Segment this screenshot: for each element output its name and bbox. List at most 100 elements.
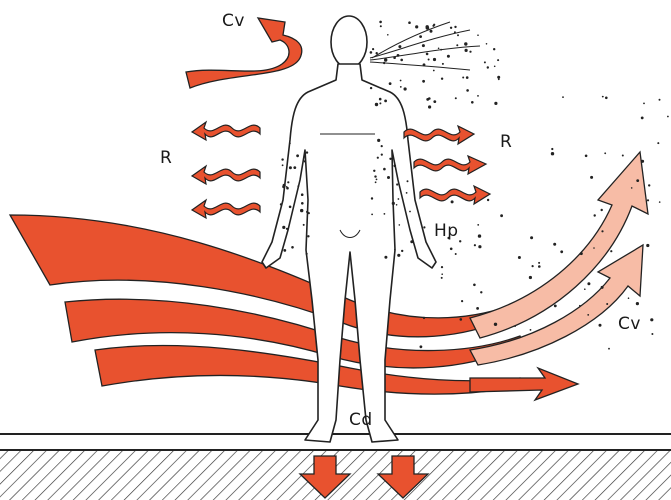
moisture-dot [428,59,430,61]
moisture-dot [477,34,479,36]
moisture-dot [462,77,464,79]
convection-flow-bands [10,215,578,400]
moisture-dot [456,44,458,46]
moisture-dot [370,87,372,89]
moisture-dot [601,230,603,232]
moisture-dot [282,226,285,229]
radiation-arrow-r2 [414,156,486,174]
moisture-dot [397,254,400,257]
moisture-dot [532,265,534,267]
moisture-dot [373,170,375,172]
moisture-dot [493,48,495,50]
moisture-dot [282,164,284,166]
moisture-dot [300,209,303,212]
moisture-dot [372,48,374,50]
moisture-dot [441,78,443,80]
radiation-arrow-l2 [192,166,260,184]
cool-flow-lower [470,245,643,365]
moisture-dot [646,244,649,247]
moisture-dot [400,80,402,82]
moisture-dot [396,204,398,206]
moisture-dot [419,35,422,38]
moisture-dot [440,49,442,51]
moisture-dot [286,228,288,230]
label-radiation-right: R [500,132,512,152]
moisture-dot [408,21,411,24]
moisture-dot [415,25,418,28]
moisture-dot [562,96,564,98]
radiation-arrow-l1 [192,122,260,140]
moisture-dot [606,303,608,305]
moisture-dot [370,51,373,54]
radiation-arrows-left [192,122,260,218]
moisture-dot [430,30,433,33]
moisture-dot [399,224,401,226]
moisture-dot [406,192,408,194]
moisture-dot [303,224,305,226]
moisture-dot [659,201,661,203]
moisture-dot [381,145,383,147]
moisture-dot [667,116,669,118]
moisture-dot [605,97,608,100]
moisture-dot [551,148,553,150]
moisture-dot [400,59,403,62]
moisture-dot [422,44,425,47]
moisture-dot [409,211,411,213]
cool-flow-upper [470,152,648,338]
moisture-dot [466,89,469,92]
moisture-dot [474,244,476,246]
moisture-dot [371,214,373,216]
moisture-dot [602,96,604,98]
moisture-dot [297,185,299,187]
moisture-dot [398,198,400,200]
moisture-dot [494,102,497,105]
moisture-dot [478,245,481,248]
moisture-dot [304,160,306,162]
moisture-dot [651,333,653,335]
moisture-dot [647,199,649,201]
moisture-dot [650,318,653,321]
moisture-dot [608,348,610,350]
moisture-dot [384,58,387,61]
moisture-dot [471,101,474,104]
radiation-arrows-right [404,126,490,204]
moisture-dot [383,62,385,64]
moisture-dot [460,318,463,321]
moisture-dot [287,181,289,183]
moisture-dot [454,26,456,28]
moisture-dot [480,291,482,293]
moisture-dot [379,98,382,101]
moisture-dot [433,70,435,72]
moisture-dot [494,323,497,326]
moisture-dot [604,152,606,154]
moisture-dot [538,262,540,264]
moisture-dot [455,253,457,255]
moisture-dot [487,199,489,201]
moisture-dot [375,181,377,183]
moisture-dot [280,203,282,205]
moisture-dot [610,250,612,252]
moisture-dot [426,53,429,56]
moisture-dot [286,186,288,188]
moisture-dot [631,187,633,189]
moisture-dot [422,80,425,83]
moisture-dot [584,288,586,290]
moisture-dot [426,25,429,28]
radiation-arrow-r1 [404,126,474,144]
moisture-dot [289,142,291,144]
moisture-dot [601,286,604,289]
moisture-dot [494,66,496,68]
moisture-dot [433,100,436,103]
moisture-dot [659,99,661,101]
moisture-dot [553,243,556,246]
moisture-dot [450,248,453,251]
moisture-dot [293,166,296,169]
moisture-dot [450,27,452,29]
moisture-dot [622,155,624,157]
moisture-dot [404,87,407,90]
moisture-dot [454,31,456,33]
moisture-dot [487,66,489,68]
moisture-dot [401,250,403,252]
moisture-dot [420,345,423,348]
